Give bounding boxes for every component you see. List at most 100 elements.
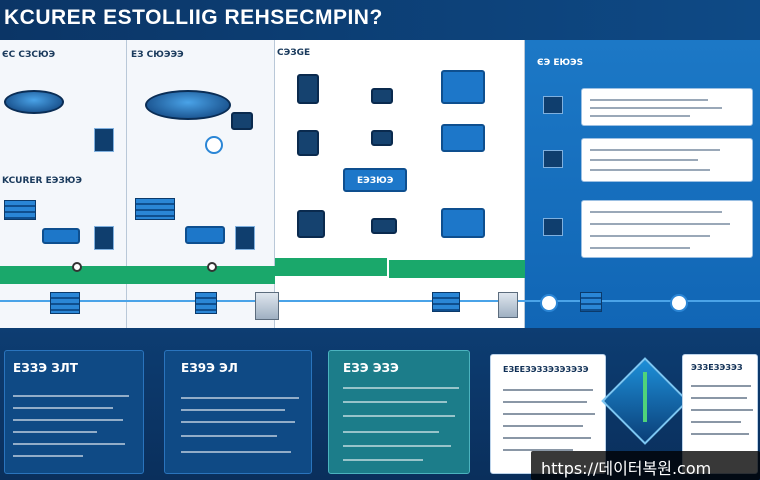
text-line	[343, 415, 455, 417]
monitor-icon-2	[441, 70, 485, 104]
chip-icon-5	[543, 150, 563, 168]
text-line	[590, 159, 698, 161]
text-line	[343, 387, 459, 389]
central-box-label: ЕЭЗЮЭ	[357, 176, 394, 186]
panel-1-mid-label: KCURER ЕЭЗЮЭ	[2, 176, 82, 186]
text-line	[343, 445, 451, 447]
connector-stack-icon	[50, 292, 80, 314]
storage-disk-icon	[4, 90, 64, 114]
chip-icon-3	[235, 226, 255, 250]
connector-stack-icon-4	[580, 292, 602, 312]
text-line	[13, 443, 125, 445]
storage-disk-icon-2	[145, 90, 231, 120]
connector-stack-icon-3	[432, 292, 460, 312]
bottom-band: ЕЗЗЭ ЗЛТ ЕЗ9Э ЭЛ ЕЗЭ ЭЗЭ ЕЗЕЕЗЭЗЗЭЗЭЗЭЗЭ	[0, 328, 760, 480]
info-card-2	[581, 138, 753, 182]
text-line	[13, 407, 113, 409]
central-box-icon: ЕЭЗЮЭ	[343, 168, 407, 192]
server-stack-icon	[4, 200, 36, 220]
glow-beam	[643, 372, 647, 422]
text-line	[181, 435, 277, 437]
text-line	[503, 401, 587, 403]
text-line	[181, 397, 299, 399]
text-line	[181, 451, 291, 453]
text-line	[343, 431, 439, 433]
device-icon-2	[231, 112, 253, 130]
chip-icon-4	[543, 96, 563, 114]
text-line	[590, 99, 708, 101]
text-line	[181, 421, 295, 423]
text-line	[691, 433, 749, 435]
bottom-panel-1-title: ЕЗЗЭ ЗЛТ	[13, 361, 78, 375]
connector-stack-icon-2	[195, 292, 217, 314]
green-bar-4	[389, 260, 525, 278]
panel-3-label: CЭЗGE	[277, 48, 311, 58]
text-line	[590, 223, 730, 225]
text-line	[343, 459, 423, 461]
text-line	[590, 115, 690, 117]
text-line	[13, 431, 97, 433]
pin-icon	[72, 262, 82, 272]
text-line	[503, 413, 595, 415]
box-icon	[371, 88, 393, 104]
text-line	[13, 395, 129, 397]
text-line	[691, 385, 751, 387]
device-icon	[42, 228, 80, 244]
panel-1-label: ЄС СЗСЮЭ	[2, 50, 56, 60]
panel-4: ЄЭ ЕЮЭS	[525, 40, 760, 328]
pin-icon-2	[207, 262, 217, 272]
bottom-panel-2-title: ЕЗ9Э ЭЛ	[181, 361, 238, 375]
text-line	[343, 401, 447, 403]
connector-line	[0, 300, 760, 302]
chip-icon	[94, 128, 114, 152]
header-bar: KCURER ESTOLLIIG REHSECMPIN?	[0, 0, 760, 40]
panel-2: ЕЗ СЮЭЭЭ	[127, 40, 275, 328]
connector-server-icon-2	[498, 292, 518, 318]
text-line	[691, 421, 741, 423]
text-line	[590, 107, 722, 109]
info-card-3	[581, 200, 753, 258]
text-line	[503, 425, 583, 427]
bottom-panel-5-title: ЭЗЗЕЗЭЗЭЗ	[691, 363, 743, 372]
watermark: https://데이터복원.com	[531, 451, 760, 480]
panel-1: ЄС СЗСЮЭ KCURER ЕЭЗЮЭ	[0, 40, 127, 328]
text-line	[590, 169, 710, 171]
text-line	[503, 389, 593, 391]
text-line	[590, 211, 722, 213]
panel-2-label: ЕЗ СЮЭЭЭ	[131, 50, 184, 60]
monitor-icon-6	[441, 208, 485, 238]
text-line	[13, 419, 123, 421]
text-line	[181, 409, 285, 411]
device-icon-3	[185, 226, 225, 244]
box-icon-2	[371, 130, 393, 146]
info-card-1	[581, 88, 753, 126]
node-icon	[205, 136, 223, 154]
connector-node-icon-2	[670, 294, 688, 312]
bottom-panel-3-title: ЕЗЭ ЭЗЭ	[343, 361, 399, 375]
monitor-icon-5	[297, 210, 325, 238]
text-line	[691, 409, 753, 411]
chip-icon-6	[543, 218, 563, 236]
server-stack-icon-2	[135, 198, 175, 220]
text-line	[590, 235, 710, 237]
panel-3: CЭЗGE ЕЭЗЮЭ	[275, 40, 525, 328]
text-line	[503, 449, 573, 451]
green-bar-2	[127, 266, 275, 284]
bottom-panel-2: ЕЗ9Э ЭЛ	[164, 350, 312, 474]
text-line	[590, 247, 690, 249]
text-line	[590, 149, 720, 151]
green-bar	[0, 266, 127, 284]
bottom-panel-1: ЕЗЗЭ ЗЛТ	[4, 350, 144, 474]
connector-node-icon	[540, 294, 558, 312]
green-bar-3	[275, 258, 387, 276]
monitor-icon-3	[297, 130, 319, 156]
text-line	[503, 437, 591, 439]
watermark-text: https://데이터복원.com	[541, 459, 712, 478]
bottom-panel-4-title: ЕЗЕЕЗЭЗЗЭЗЭЗЭЗЭ	[503, 365, 589, 374]
monitor-icon-4	[441, 124, 485, 152]
connector-server-icon	[255, 292, 279, 320]
monitor-icon	[297, 74, 319, 104]
panel-4-label: ЄЭ ЕЮЭS	[537, 58, 584, 68]
text-line	[691, 397, 747, 399]
text-line	[13, 455, 83, 457]
